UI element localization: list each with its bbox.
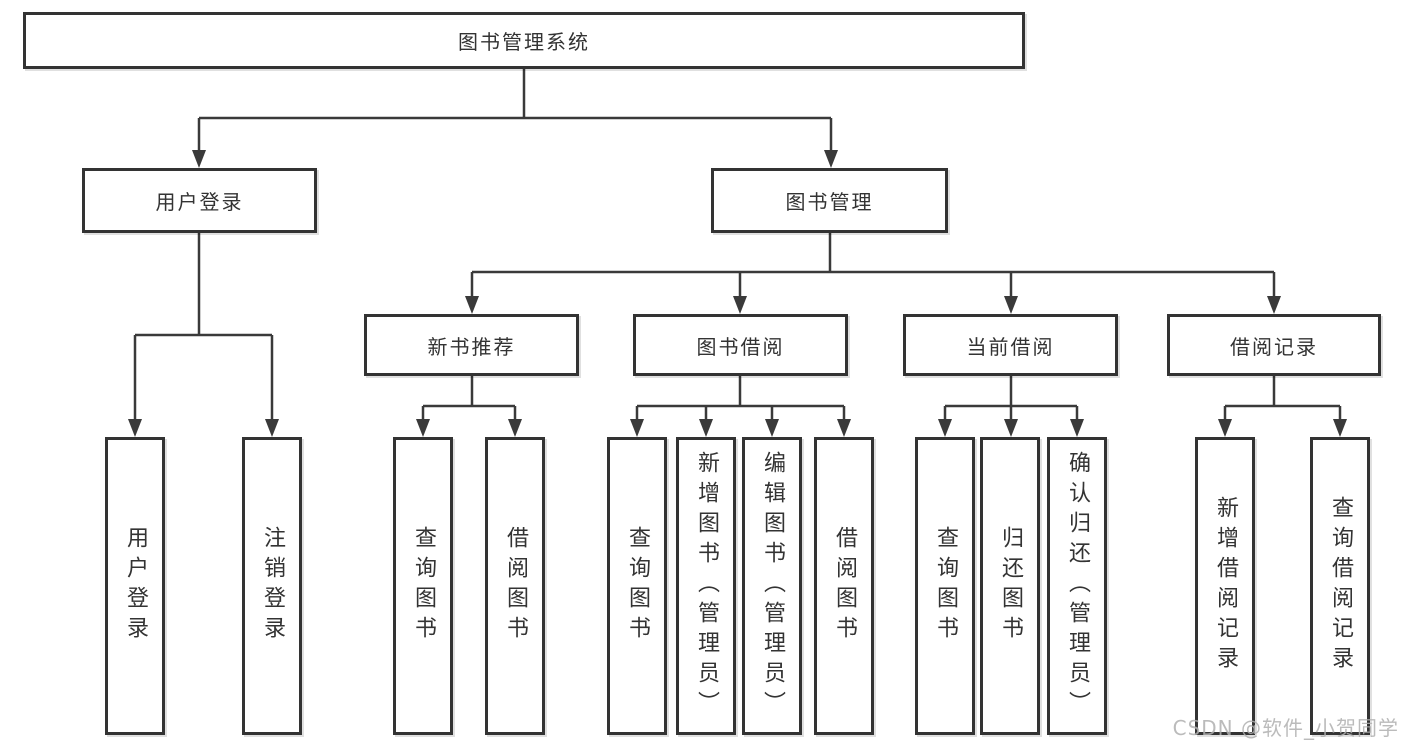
leaf-edit-book-admin: 编辑图书（管理员） (742, 437, 802, 735)
node-user-login-label: 用户登录 (155, 190, 244, 214)
leaf-return-book: 归还图书 (980, 437, 1040, 735)
node-new-book-recommend: 新书推荐 (364, 314, 579, 376)
node-root-system: 图书管理系统 (23, 12, 1025, 69)
leaf-user-login-label: 用户登录 (123, 526, 148, 646)
node-book-borrowing: 图书借阅 (633, 314, 848, 376)
node-current-borrowing-label: 当前借阅 (966, 334, 1055, 359)
leaf-confirm-return-admin-label: 确认归还（管理员） (1065, 451, 1090, 721)
leaf-borrow-book-borrowing-label: 借阅图书 (832, 526, 857, 646)
leaf-edit-book-admin-label: 编辑图书（管理员） (760, 451, 785, 721)
leaf-query-book-borrowing-label: 查询图书 (625, 526, 650, 646)
node-book-management: 图书管理 (711, 168, 948, 233)
leaf-add-book-admin-label: 新增图书（管理员） (694, 451, 719, 721)
arrowheads (128, 150, 1347, 437)
node-book-borrowing-label: 图书借阅 (696, 334, 785, 359)
leaf-query-borrow-record: 查询借阅记录 (1310, 437, 1370, 735)
csdn-watermark: CSDN @软件_小贺同学 (1172, 716, 1399, 740)
leaf-query-book-recommend: 查询图书 (393, 437, 453, 735)
node-book-management-label: 图书管理 (785, 190, 874, 214)
leaf-add-borrow-record: 新增借阅记录 (1195, 437, 1255, 735)
node-new-book-recommend-label: 新书推荐 (427, 334, 516, 359)
node-borrowing-records: 借阅记录 (1167, 314, 1381, 376)
node-borrowing-records-label: 借阅记录 (1230, 334, 1318, 359)
node-current-borrowing: 当前借阅 (903, 314, 1118, 376)
leaf-add-book-admin: 新增图书（管理员） (676, 437, 736, 735)
node-root-system-label: 图书管理系统 (458, 30, 590, 54)
leaf-user-login: 用户登录 (105, 437, 165, 735)
leaf-query-book-borrowing: 查询图书 (607, 437, 667, 735)
leaf-query-borrow-record-label: 查询借阅记录 (1328, 496, 1353, 676)
leaf-query-book-current: 查询图书 (915, 437, 975, 735)
leaf-query-book-current-label: 查询图书 (933, 526, 958, 646)
leaf-query-book-recommend-label: 查询图书 (411, 526, 436, 646)
leaf-add-borrow-record-label: 新增借阅记录 (1213, 496, 1238, 676)
leaf-borrow-book-recommend-label: 借阅图书 (503, 526, 528, 646)
leaf-logout-label: 注销登录 (260, 526, 285, 646)
leaf-borrow-book-recommend: 借阅图书 (485, 437, 545, 735)
leaf-logout: 注销登录 (242, 437, 302, 735)
node-user-login: 用户登录 (82, 168, 317, 233)
leaf-confirm-return-admin: 确认归还（管理员） (1047, 437, 1107, 735)
leaf-borrow-book-borrowing: 借阅图书 (814, 437, 874, 735)
leaf-return-book-label: 归还图书 (998, 526, 1023, 646)
